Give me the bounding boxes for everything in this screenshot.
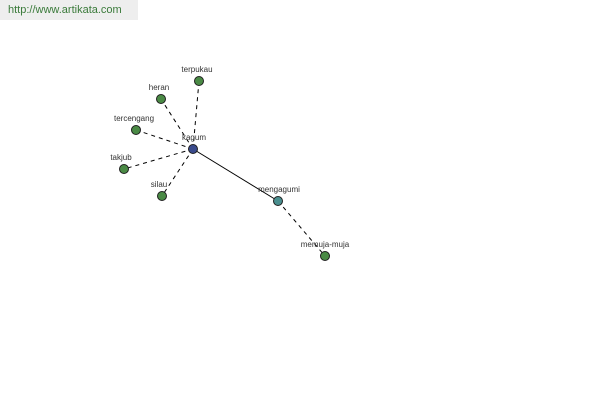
node-kagum[interactable]: kagum bbox=[182, 133, 206, 154]
node-marker-memuja-muja[interactable] bbox=[320, 251, 330, 261]
node-label-heran: heran bbox=[149, 83, 169, 92]
source-bar: http://www.artikata.com bbox=[0, 0, 138, 20]
edge-kagum-terpukau bbox=[192, 80, 200, 150]
edge-kagum-tercengang bbox=[135, 129, 194, 150]
node-memuja-muja[interactable]: memuja-muja bbox=[301, 240, 350, 261]
node-marker-kagum[interactable] bbox=[188, 144, 198, 154]
node-terpukau[interactable]: terpukau bbox=[181, 65, 213, 86]
node-tercengang[interactable]: tercengang bbox=[114, 114, 154, 135]
edge-kagum-takjub bbox=[123, 148, 194, 170]
node-label-terpukau: terpukau bbox=[181, 65, 212, 74]
node-marker-takjub[interactable] bbox=[119, 164, 129, 174]
edges-layer bbox=[123, 80, 326, 257]
node-label-takjub: takjub bbox=[110, 153, 132, 162]
node-marker-tercengang[interactable] bbox=[131, 125, 141, 135]
node-silau[interactable]: silau bbox=[151, 180, 167, 201]
node-label-memuja-muja: memuja-muja bbox=[301, 240, 350, 249]
node-label-tercengang: tercengang bbox=[114, 114, 154, 123]
node-marker-heran[interactable] bbox=[156, 94, 166, 104]
edge-kagum-heran bbox=[160, 98, 194, 150]
node-marker-terpukau[interactable] bbox=[194, 76, 204, 86]
node-takjub[interactable]: takjub bbox=[110, 153, 132, 174]
node-heran[interactable]: heran bbox=[149, 83, 169, 104]
edge-kagum-mengagumi bbox=[192, 148, 279, 202]
node-label-silau: silau bbox=[151, 180, 167, 189]
node-label-kagum: kagum bbox=[182, 133, 206, 142]
node-marker-silau[interactable] bbox=[157, 191, 167, 201]
node-marker-mengagumi[interactable] bbox=[273, 196, 283, 206]
node-label-mengagumi: mengagumi bbox=[258, 185, 300, 194]
node-mengagumi[interactable]: mengagumi bbox=[258, 185, 300, 206]
nodes-layer: kagum terpukau heran tercengang takjub silau m… bbox=[110, 65, 350, 261]
source-url-link[interactable]: http://www.artikata.com bbox=[8, 4, 122, 16]
edge-kagum-silau bbox=[161, 148, 194, 197]
